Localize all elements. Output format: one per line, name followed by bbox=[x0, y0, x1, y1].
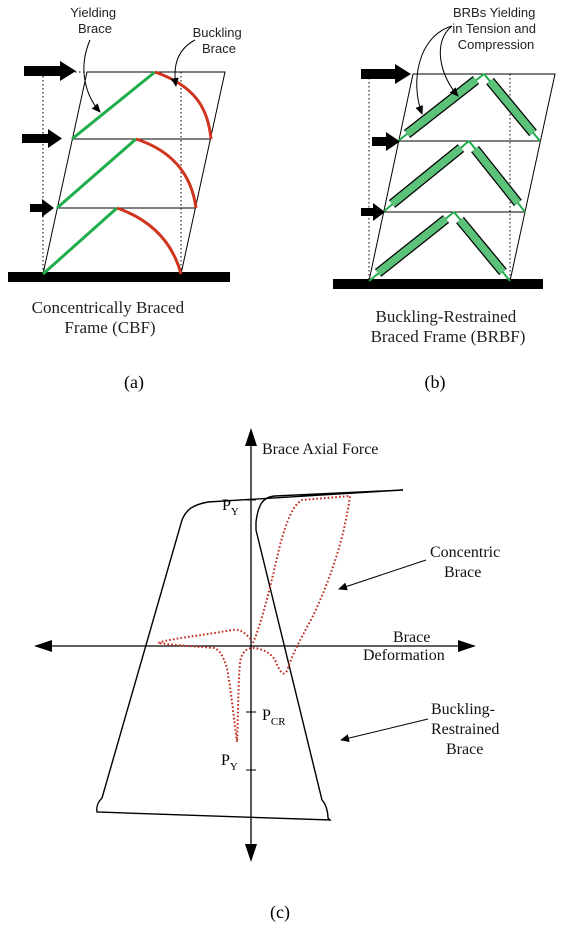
yielding-brace-1-a bbox=[42, 206, 118, 276]
frame-outline-b bbox=[368, 73, 556, 282]
yielding-brace-label: Yielding Brace bbox=[70, 5, 119, 36]
brb-story-3 bbox=[397, 73, 541, 142]
py-bottom-label: PY bbox=[221, 752, 238, 773]
y-axis-arrow-down bbox=[245, 844, 257, 862]
concentric-callout-arrow bbox=[338, 559, 427, 591]
buckling-callout-arrow bbox=[170, 39, 196, 87]
panel-tag-c: (c) bbox=[270, 902, 290, 923]
yielding-callout-arrow bbox=[83, 39, 101, 113]
brb-hysteresis-loop bbox=[96, 489, 404, 821]
brb-yielding-label: BRBs Yielding in Tension and Compression bbox=[452, 5, 539, 52]
pcr-label: PCR bbox=[262, 707, 286, 728]
brb-callout-arrow bbox=[340, 718, 429, 743]
panel-tag-a: (a) bbox=[124, 372, 144, 393]
y-axis-label: Brace Axial Force bbox=[262, 441, 378, 458]
load-arrow-top-a bbox=[24, 61, 76, 81]
x-axis-label: Brace Deformation bbox=[363, 629, 445, 664]
load-arrow-low-b bbox=[361, 203, 385, 221]
ground-bar-b bbox=[333, 279, 543, 289]
ground-bar-a bbox=[8, 272, 230, 282]
brb-callout-arrow-right bbox=[439, 25, 459, 97]
panel-tag-b: (b) bbox=[425, 372, 446, 393]
brb-callout-arrow-left bbox=[415, 25, 453, 115]
x-axis-arrow-left bbox=[34, 640, 52, 652]
load-arrow-low-a bbox=[30, 199, 54, 217]
y-axis-arrow-up bbox=[245, 428, 257, 446]
concentric-brace-label: Concentric Brace bbox=[430, 544, 504, 581]
load-arrow-mid-b bbox=[372, 132, 400, 151]
buckling-brace-2-a bbox=[135, 137, 198, 209]
caption-b: Buckling-Restrained Braced Frame (BRBF) bbox=[371, 307, 526, 346]
concentric-hysteresis-loop bbox=[157, 494, 352, 743]
panel-c-hysteresis: PY PCR PY Brace Axial Force Brace Deform… bbox=[34, 428, 504, 923]
x-axis-arrow-right bbox=[458, 640, 476, 652]
brb-story-1 bbox=[368, 211, 511, 282]
yielding-brace-2-a bbox=[56, 137, 137, 210]
panel-a-cbf: Yielding Brace Buckling Brace Concentric… bbox=[8, 5, 246, 393]
yielding-brace-3-a bbox=[71, 70, 156, 141]
buckling-brace-3-a bbox=[154, 70, 213, 140]
load-arrow-top-b bbox=[361, 64, 411, 84]
caption-a: Concentrically Braced Frame (CBF) bbox=[32, 298, 189, 337]
brb-curve-label: Buckling- Restrained Brace bbox=[431, 701, 503, 758]
buckling-brace-label: Buckling Brace bbox=[193, 25, 246, 56]
brb-story-2 bbox=[382, 140, 526, 213]
panel-b-brbf: BRBs Yielding in Tension and Compression… bbox=[333, 5, 556, 393]
buckling-brace-1-a bbox=[116, 206, 183, 275]
load-arrow-mid-a bbox=[22, 129, 62, 148]
py-top-label: PY bbox=[222, 497, 239, 518]
